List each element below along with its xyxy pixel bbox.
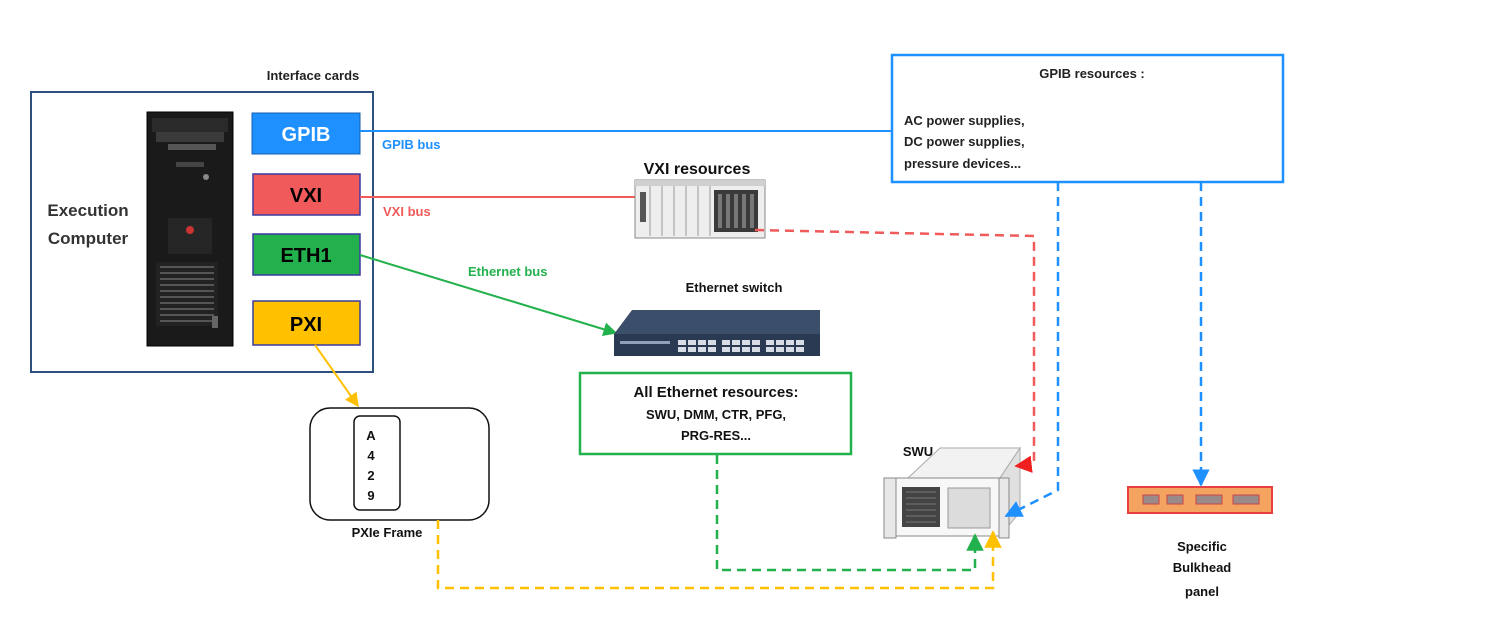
card-gpib-label: GPIB xyxy=(282,124,331,146)
pxie-frame-label: PXIe Frame xyxy=(352,525,423,540)
card-vxi: VXI xyxy=(252,173,361,216)
interface-cards-label: Interface cards xyxy=(267,68,360,83)
pxie-slot-char: 9 xyxy=(367,488,374,503)
swu-chassis-icon xyxy=(883,446,1021,539)
gpib-resources-title: GPIB resources : xyxy=(1039,66,1145,81)
vxi-dashed-link xyxy=(754,228,1036,473)
gpib-bus-label: GPIB bus xyxy=(382,137,441,152)
pxie-slot-char: 4 xyxy=(367,448,375,463)
execution-computer-label: Execution xyxy=(47,201,128,220)
gpib-swu-dashed-link xyxy=(1004,182,1060,518)
gpib-resources-line: AC power supplies, xyxy=(904,113,1025,128)
card-gpib: GPIB xyxy=(251,112,361,155)
ethernet-resources-line: PRG-RES... xyxy=(681,428,751,443)
ethernet-resources-title: All Ethernet resources: xyxy=(633,384,798,401)
gpib-resources-box xyxy=(890,53,1285,184)
ethernet-switch-title: Ethernet switch xyxy=(686,280,783,295)
pxie-slot xyxy=(353,415,401,511)
bulkhead-label: Specific xyxy=(1177,539,1227,554)
ethernet-switch-icon xyxy=(614,310,820,356)
pxie-slot-char: A xyxy=(366,428,376,443)
card-pxi-label: PXI xyxy=(290,314,322,336)
bulkhead-label: panel xyxy=(1185,584,1219,599)
pxie-slot-char: 2 xyxy=(367,468,374,483)
ethernet-resources-line: SWU, DMM, CTR, PFG, xyxy=(646,407,786,422)
ethernet-bus-label: Ethernet bus xyxy=(468,264,547,279)
card-eth1-label: ETH1 xyxy=(280,245,331,267)
ethernet-swu-dashed-link xyxy=(715,455,984,572)
execution-computer-label-2: Computer xyxy=(48,229,129,248)
card-eth1: ETH1 xyxy=(252,233,361,276)
card-pxi: PXI xyxy=(252,300,361,346)
pxie-swu-dashed-link xyxy=(436,520,1002,590)
vxi-resources-title: VXI resources xyxy=(644,161,751,178)
ethernet-bus-line xyxy=(359,254,618,337)
bulkhead-label: Bulkhead xyxy=(1173,560,1232,575)
vxi-bus-label: VXI bus xyxy=(383,204,431,219)
gpib-resources-line: pressure devices... xyxy=(904,156,1021,171)
vxi-chassis-icon xyxy=(634,179,766,239)
card-vxi-label: VXI xyxy=(290,185,322,207)
swu-label: SWU xyxy=(903,444,933,459)
gpib-resources-line: DC power supplies, xyxy=(904,134,1025,149)
ethernet-resources-box xyxy=(578,371,853,456)
pxi-link-line xyxy=(314,344,359,408)
bulkhead-panel-icon xyxy=(1127,486,1273,514)
pc-tower-icon xyxy=(146,111,234,347)
